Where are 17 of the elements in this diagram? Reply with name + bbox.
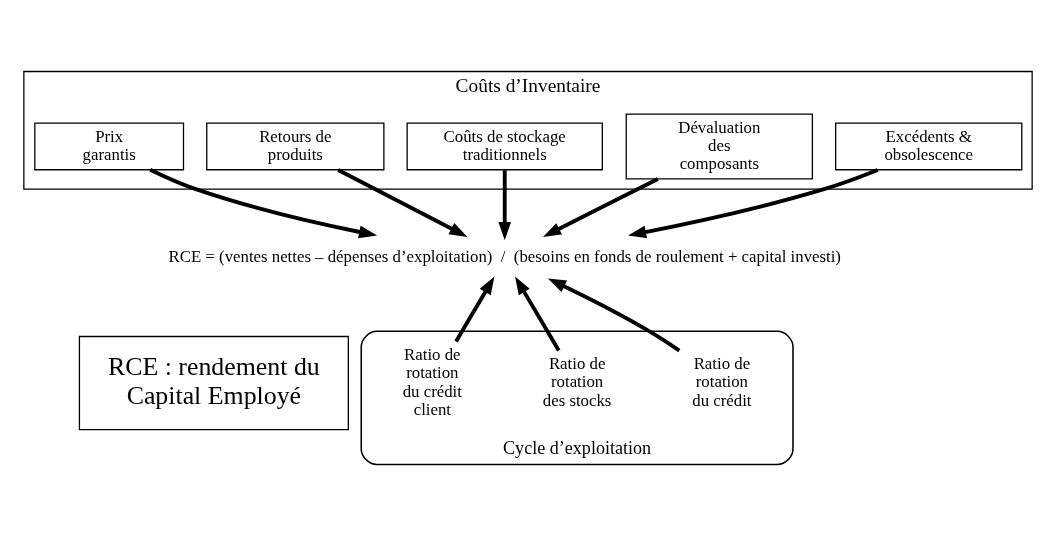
node-text: Ratio de rotation du crédit client xyxy=(402,344,462,419)
arrow xyxy=(515,275,561,352)
node-text: Ratio de rotation des stocks xyxy=(542,353,612,410)
node-text: RCE = (ventes nettes – dépenses d’exploitation) / (besoins en fonds de roulement + capital investi) xyxy=(168,246,841,266)
arrow xyxy=(542,176,659,237)
node-text: Ratio de rotation du crédit xyxy=(692,353,752,410)
arrow xyxy=(337,167,468,237)
node-box: Coûts de stockage traditionnels xyxy=(406,122,603,170)
node-box: Excédents & obsolescence xyxy=(835,122,1023,170)
arrow xyxy=(628,167,879,238)
arrow xyxy=(454,275,495,342)
node-box: Dévaluation des composants xyxy=(625,113,814,179)
arrow xyxy=(498,169,512,240)
arrow xyxy=(547,278,681,352)
node-box: Retours de produits xyxy=(206,122,385,170)
node-box: Prix garantis xyxy=(34,122,185,170)
node-box: RCE : rendement du Capital Employé xyxy=(78,335,349,430)
